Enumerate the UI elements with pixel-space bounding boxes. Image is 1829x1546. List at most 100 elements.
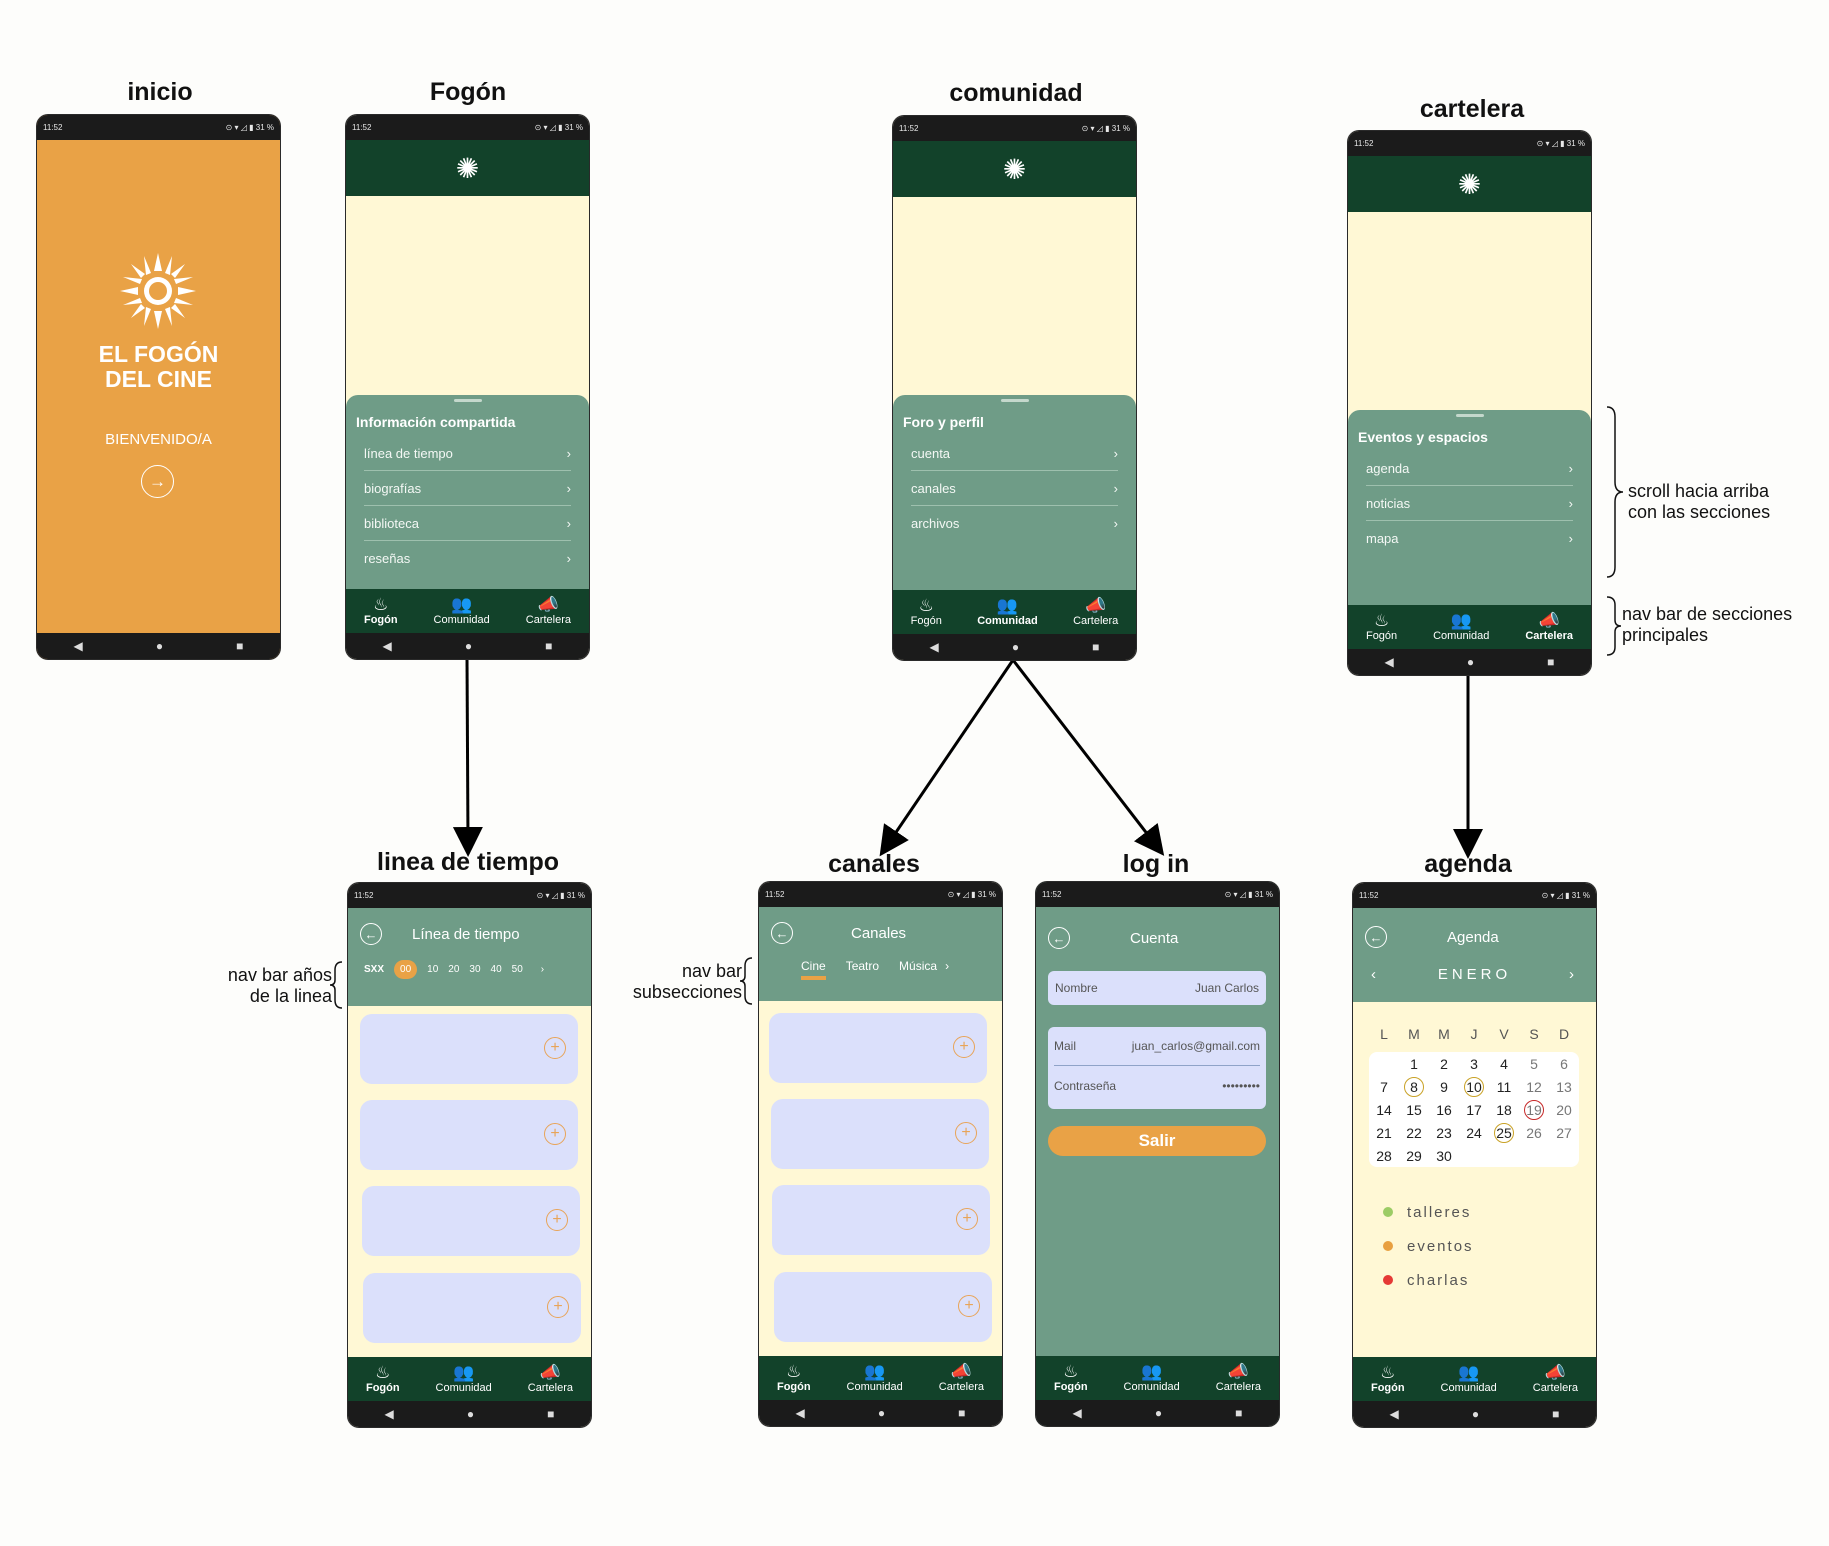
calendar-day[interactable]: 2 [1440,1055,1448,1072]
nav-comunidad[interactable]: 👥Comunidad [977,596,1038,628]
home-circle-icon[interactable]: ● [1466,655,1475,669]
calendar-day[interactable]: 17 [1466,1101,1482,1118]
nav-fogon[interactable]: ♨Fogón [363,595,398,627]
back-triangle-icon[interactable]: ◀ [1072,1406,1082,1420]
calendar-day[interactable]: 5 [1530,1055,1538,1072]
year-40[interactable]: 40 [490,964,502,975]
calendar-day[interactable]: 11 [1496,1078,1512,1095]
year-sxx[interactable]: SXX [364,964,385,975]
calendar-day[interactable]: 3 [1470,1055,1478,1072]
back-arrow-icon[interactable]: ← [360,923,382,945]
recents-square-icon[interactable]: ■ [1092,640,1100,654]
nav-fogon[interactable]: ♨Fogón [365,1363,400,1395]
bottom-sheet[interactable]: Foro y perfil cuenta› canales› archivos› [893,395,1136,590]
menu-item-linea[interactable]: línea de tiempo› [364,436,571,471]
menu-item-biografias[interactable]: biografías› [364,471,571,506]
sheet-handle[interactable] [453,399,482,402]
plus-icon[interactable]: + [956,1208,978,1230]
nav-cartelera[interactable]: 📣Cartelera [527,1363,573,1395]
channel-card[interactable]: + [769,1013,987,1083]
calendar-day[interactable]: 29 [1406,1147,1422,1164]
calendar-day[interactable]: 30 [1436,1147,1452,1164]
year-00[interactable]: 00 [394,960,418,979]
tab-teatro[interactable]: Teatro [845,959,880,973]
calendar-day[interactable]: 26 [1526,1124,1542,1141]
nav-comunidad[interactable]: 👥Comunidad [433,595,490,627]
tab-cine[interactable]: Cine [801,959,826,980]
home-circle-icon[interactable]: ● [1154,1406,1163,1420]
salir-button[interactable]: Salir [1048,1126,1266,1156]
bottom-sheet[interactable]: Información compartida línea de tiempo› … [346,395,589,589]
nav-cartelera[interactable]: 📣Cartelera [1073,596,1119,628]
back-triangle-icon[interactable]: ◀ [384,1407,394,1421]
chevron-right-icon[interactable]: › [1569,966,1578,983]
bottom-sheet[interactable]: Eventos y espacios agenda› noticias› map… [1348,410,1591,605]
menu-item-biblioteca[interactable]: biblioteca› [364,506,571,541]
calendar-day[interactable]: 25 [1494,1122,1514,1143]
nav-fogon[interactable]: ♨Fogón [1365,611,1398,643]
nav-cartelera[interactable]: 📣Cartelera [1532,1363,1578,1395]
back-arrow-icon[interactable]: ← [771,922,793,944]
year-10[interactable]: 10 [427,964,439,975]
calendar-day[interactable]: 16 [1436,1101,1452,1118]
calendar-day[interactable]: 15 [1406,1101,1422,1118]
back-triangle-icon[interactable]: ◀ [1384,655,1394,669]
year-50[interactable]: 50 [511,964,523,975]
year-30[interactable]: 30 [469,964,481,975]
chevron-right-icon[interactable]: › [945,959,950,973]
timeline-card[interactable]: + [363,1273,581,1343]
menu-item-canales[interactable]: canales› [911,471,1118,506]
plus-icon[interactable]: + [958,1295,980,1317]
nav-cartelera[interactable]: 📣Cartelera [938,1362,984,1394]
enter-button[interactable]: → [141,465,174,498]
recents-square-icon[interactable]: ■ [1552,1407,1560,1421]
plus-icon[interactable]: + [544,1123,566,1145]
home-circle-icon[interactable]: ● [464,639,473,653]
nav-fogon[interactable]: ♨Fogón [776,1362,811,1394]
back-triangle-icon[interactable]: ◀ [382,639,392,653]
calendar-day[interactable]: 19 [1524,1099,1544,1120]
menu-item-resenas[interactable]: reseñas› [364,550,571,566]
timeline-card[interactable]: + [360,1100,578,1170]
year-20[interactable]: 20 [448,964,460,975]
recents-square-icon[interactable]: ■ [1235,1406,1243,1420]
nav-cartelera[interactable]: 📣Cartelera [1525,611,1574,643]
nav-comunidad[interactable]: 👥Comunidad [1433,611,1490,643]
nav-cartelera[interactable]: 📣Cartelera [525,595,571,627]
home-circle-icon[interactable]: ● [155,639,164,653]
home-circle-icon[interactable]: ● [1011,640,1020,654]
nav-comunidad[interactable]: 👥Comunidad [435,1363,492,1395]
menu-item-cuenta[interactable]: cuenta› [911,436,1118,471]
calendar-day[interactable]: 18 [1496,1101,1512,1118]
back-triangle-icon[interactable]: ◀ [795,1406,805,1420]
back-arrow-icon[interactable]: ← [1365,926,1387,948]
menu-item-agenda[interactable]: agenda› [1366,451,1573,486]
recents-square-icon[interactable]: ■ [547,1407,555,1421]
calendar-day[interactable]: 7 [1380,1078,1388,1095]
calendar-day[interactable]: 23 [1436,1124,1452,1141]
calendar-day[interactable]: 22 [1406,1124,1422,1141]
calendar-day[interactable]: 13 [1556,1078,1572,1095]
menu-item-noticias[interactable]: noticias› [1366,486,1573,521]
nav-fogon[interactable]: ♨Fogón [910,596,942,628]
calendar-day[interactable]: 27 [1556,1124,1572,1141]
chevron-right-icon[interactable]: › [540,964,545,975]
back-triangle-icon[interactable]: ◀ [73,639,83,653]
back-triangle-icon[interactable]: ◀ [1389,1407,1399,1421]
nav-comunidad[interactable]: 👥Comunidad [1123,1362,1180,1394]
channel-card[interactable]: + [771,1099,989,1169]
calendar-day[interactable]: 10 [1464,1076,1484,1097]
recents-square-icon[interactable]: ■ [545,639,553,653]
calendar-day[interactable]: 12 [1526,1078,1542,1095]
plus-icon[interactable]: + [547,1296,569,1318]
sheet-handle[interactable] [1000,399,1029,402]
back-triangle-icon[interactable]: ◀ [929,640,939,654]
calendar-day[interactable]: 6 [1560,1055,1568,1072]
nav-cartelera[interactable]: 📣Cartelera [1215,1362,1261,1394]
timeline-card[interactable]: + [360,1014,578,1084]
calendar-day[interactable]: 28 [1376,1147,1392,1164]
chevron-left-icon[interactable]: ‹ [1371,966,1380,983]
recents-square-icon[interactable]: ■ [958,1406,966,1420]
recents-square-icon[interactable]: ■ [236,639,244,653]
calendar-day[interactable]: 14 [1376,1101,1392,1118]
